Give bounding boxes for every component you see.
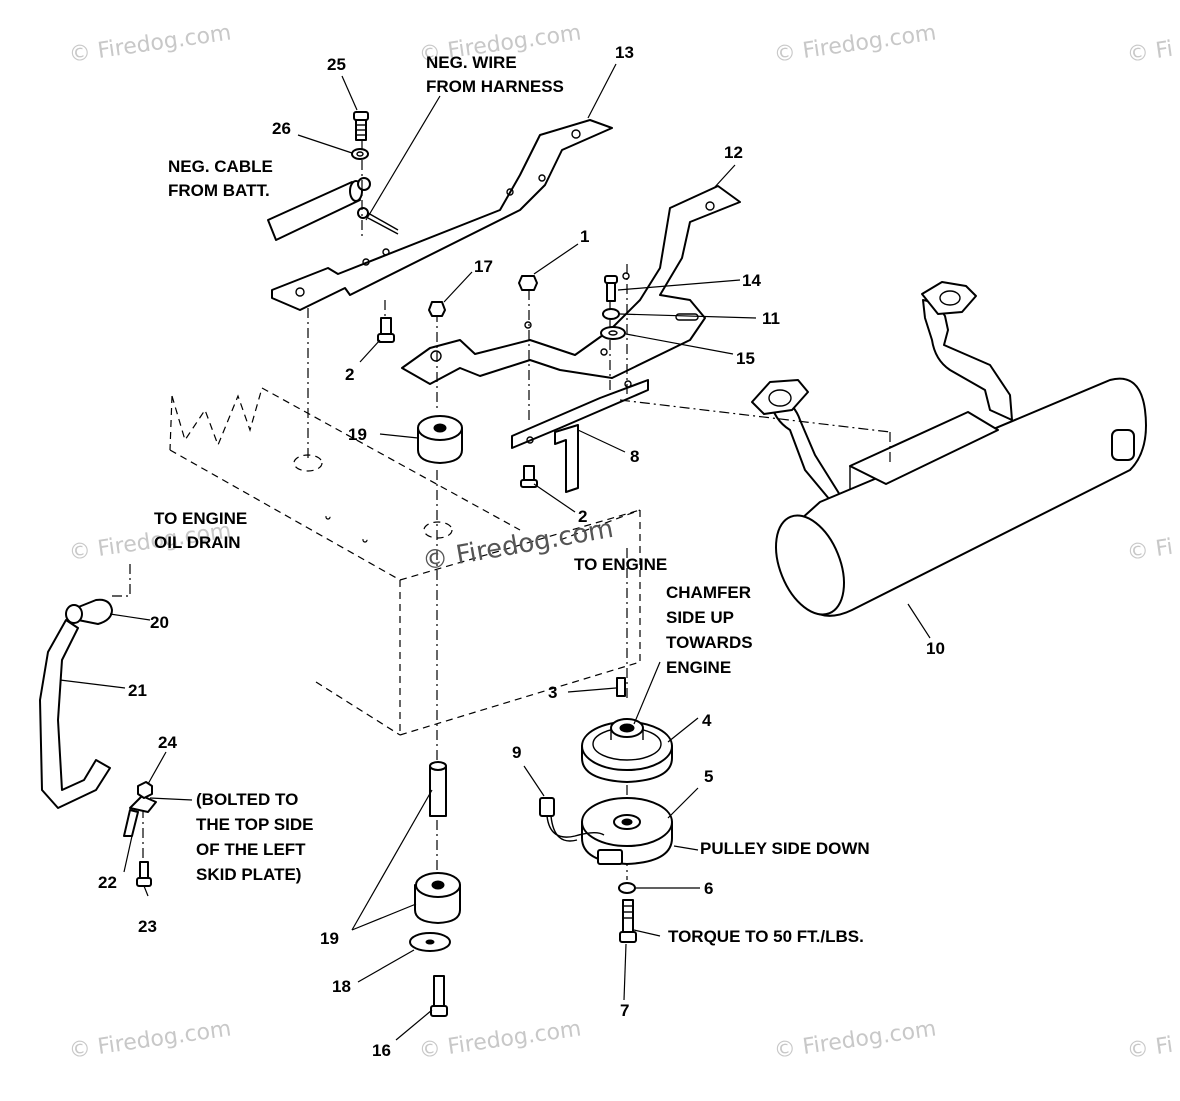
callout-15: 15: [736, 349, 755, 368]
negative-cable: [267, 177, 399, 241]
watermark: © Fi: [1125, 37, 1174, 68]
note-bolted: OF THE LEFT: [196, 840, 306, 859]
hardware: [39, 111, 673, 1017]
callout-8: 8: [630, 447, 639, 466]
watermark: © Firedog.com: [67, 1016, 233, 1064]
note-torque: TORQUE TO 50 FT./LBS.: [668, 927, 864, 946]
callout-2: 2: [578, 507, 587, 526]
note-chamfer: SIDE UP: [666, 608, 734, 627]
callout-17: 17: [474, 257, 493, 276]
watermark: © Firedog.com: [417, 1016, 583, 1064]
bracket-8: [511, 379, 649, 493]
callout-2: 2: [345, 365, 354, 384]
callout-4: 4: [702, 711, 712, 730]
callout-11: 11: [762, 309, 780, 328]
callout-7: 7: [620, 1001, 629, 1020]
note-chamfer: ENGINE: [666, 658, 731, 677]
note-chamfer: TOWARDS: [666, 633, 753, 652]
callout-24: 24: [158, 733, 177, 752]
callout-22: 22: [98, 873, 117, 892]
note-to-engine: TO ENGINE: [574, 555, 667, 574]
note-oil-drain: OIL DRAIN: [154, 533, 241, 552]
note-bolted: SKID PLATE): [196, 865, 301, 884]
note-bolted: (BOLTED TO: [196, 790, 298, 809]
bracket-13: [271, 119, 613, 311]
note-neg-cable: NEG. CABLE: [168, 157, 273, 176]
muffler-10: [751, 281, 1147, 617]
callout-26: 26: [272, 119, 291, 138]
callout-12: 12: [724, 143, 743, 162]
callout-19: 19: [320, 929, 339, 948]
callout-16: 16: [372, 1041, 391, 1060]
note-neg-cable: FROM BATT.: [168, 181, 270, 200]
callout-10: 10: [926, 639, 945, 658]
bracket-12: [401, 185, 741, 385]
note-oil-drain: TO ENGINE: [154, 509, 247, 528]
callout-1: 1: [580, 227, 589, 246]
note-neg-wire: NEG. WIRE: [426, 53, 517, 72]
callout-13: 13: [615, 43, 634, 62]
callout-18: 18: [332, 977, 351, 996]
watermark: © Firedog.com: [772, 20, 938, 68]
watermark: © Fi: [1125, 1033, 1174, 1064]
notes: NEG. WIRE FROM HARNESS NEG. CABLE FROM B…: [154, 53, 870, 946]
leader-lines: [59, 63, 931, 1041]
callout-6: 6: [704, 879, 713, 898]
callouts: 25 26 13 12 1 17 14 11 15 2 19 8 2 20 10…: [98, 43, 945, 1060]
note-pulley-side: PULLEY SIDE DOWN: [700, 839, 870, 858]
callout-19: 19: [348, 425, 367, 444]
callout-25: 25: [327, 55, 346, 74]
watermark: © Firedog.com: [772, 1016, 938, 1064]
note-chamfer: CHAMFER: [666, 583, 751, 602]
watermark: © Fi: [1125, 535, 1174, 566]
callout-5: 5: [704, 767, 713, 786]
callout-20: 20: [150, 613, 169, 632]
callout-14: 14: [742, 271, 761, 290]
callout-23: 23: [138, 917, 157, 936]
callout-3: 3: [548, 683, 557, 702]
note-bolted: THE TOP SIDE: [196, 815, 313, 834]
watermark: © Firedog.com: [67, 20, 233, 68]
callout-21: 21: [128, 681, 147, 700]
assembly-lines: [112, 140, 891, 880]
callout-9: 9: [512, 743, 521, 762]
note-neg-wire: FROM HARNESS: [426, 77, 564, 96]
